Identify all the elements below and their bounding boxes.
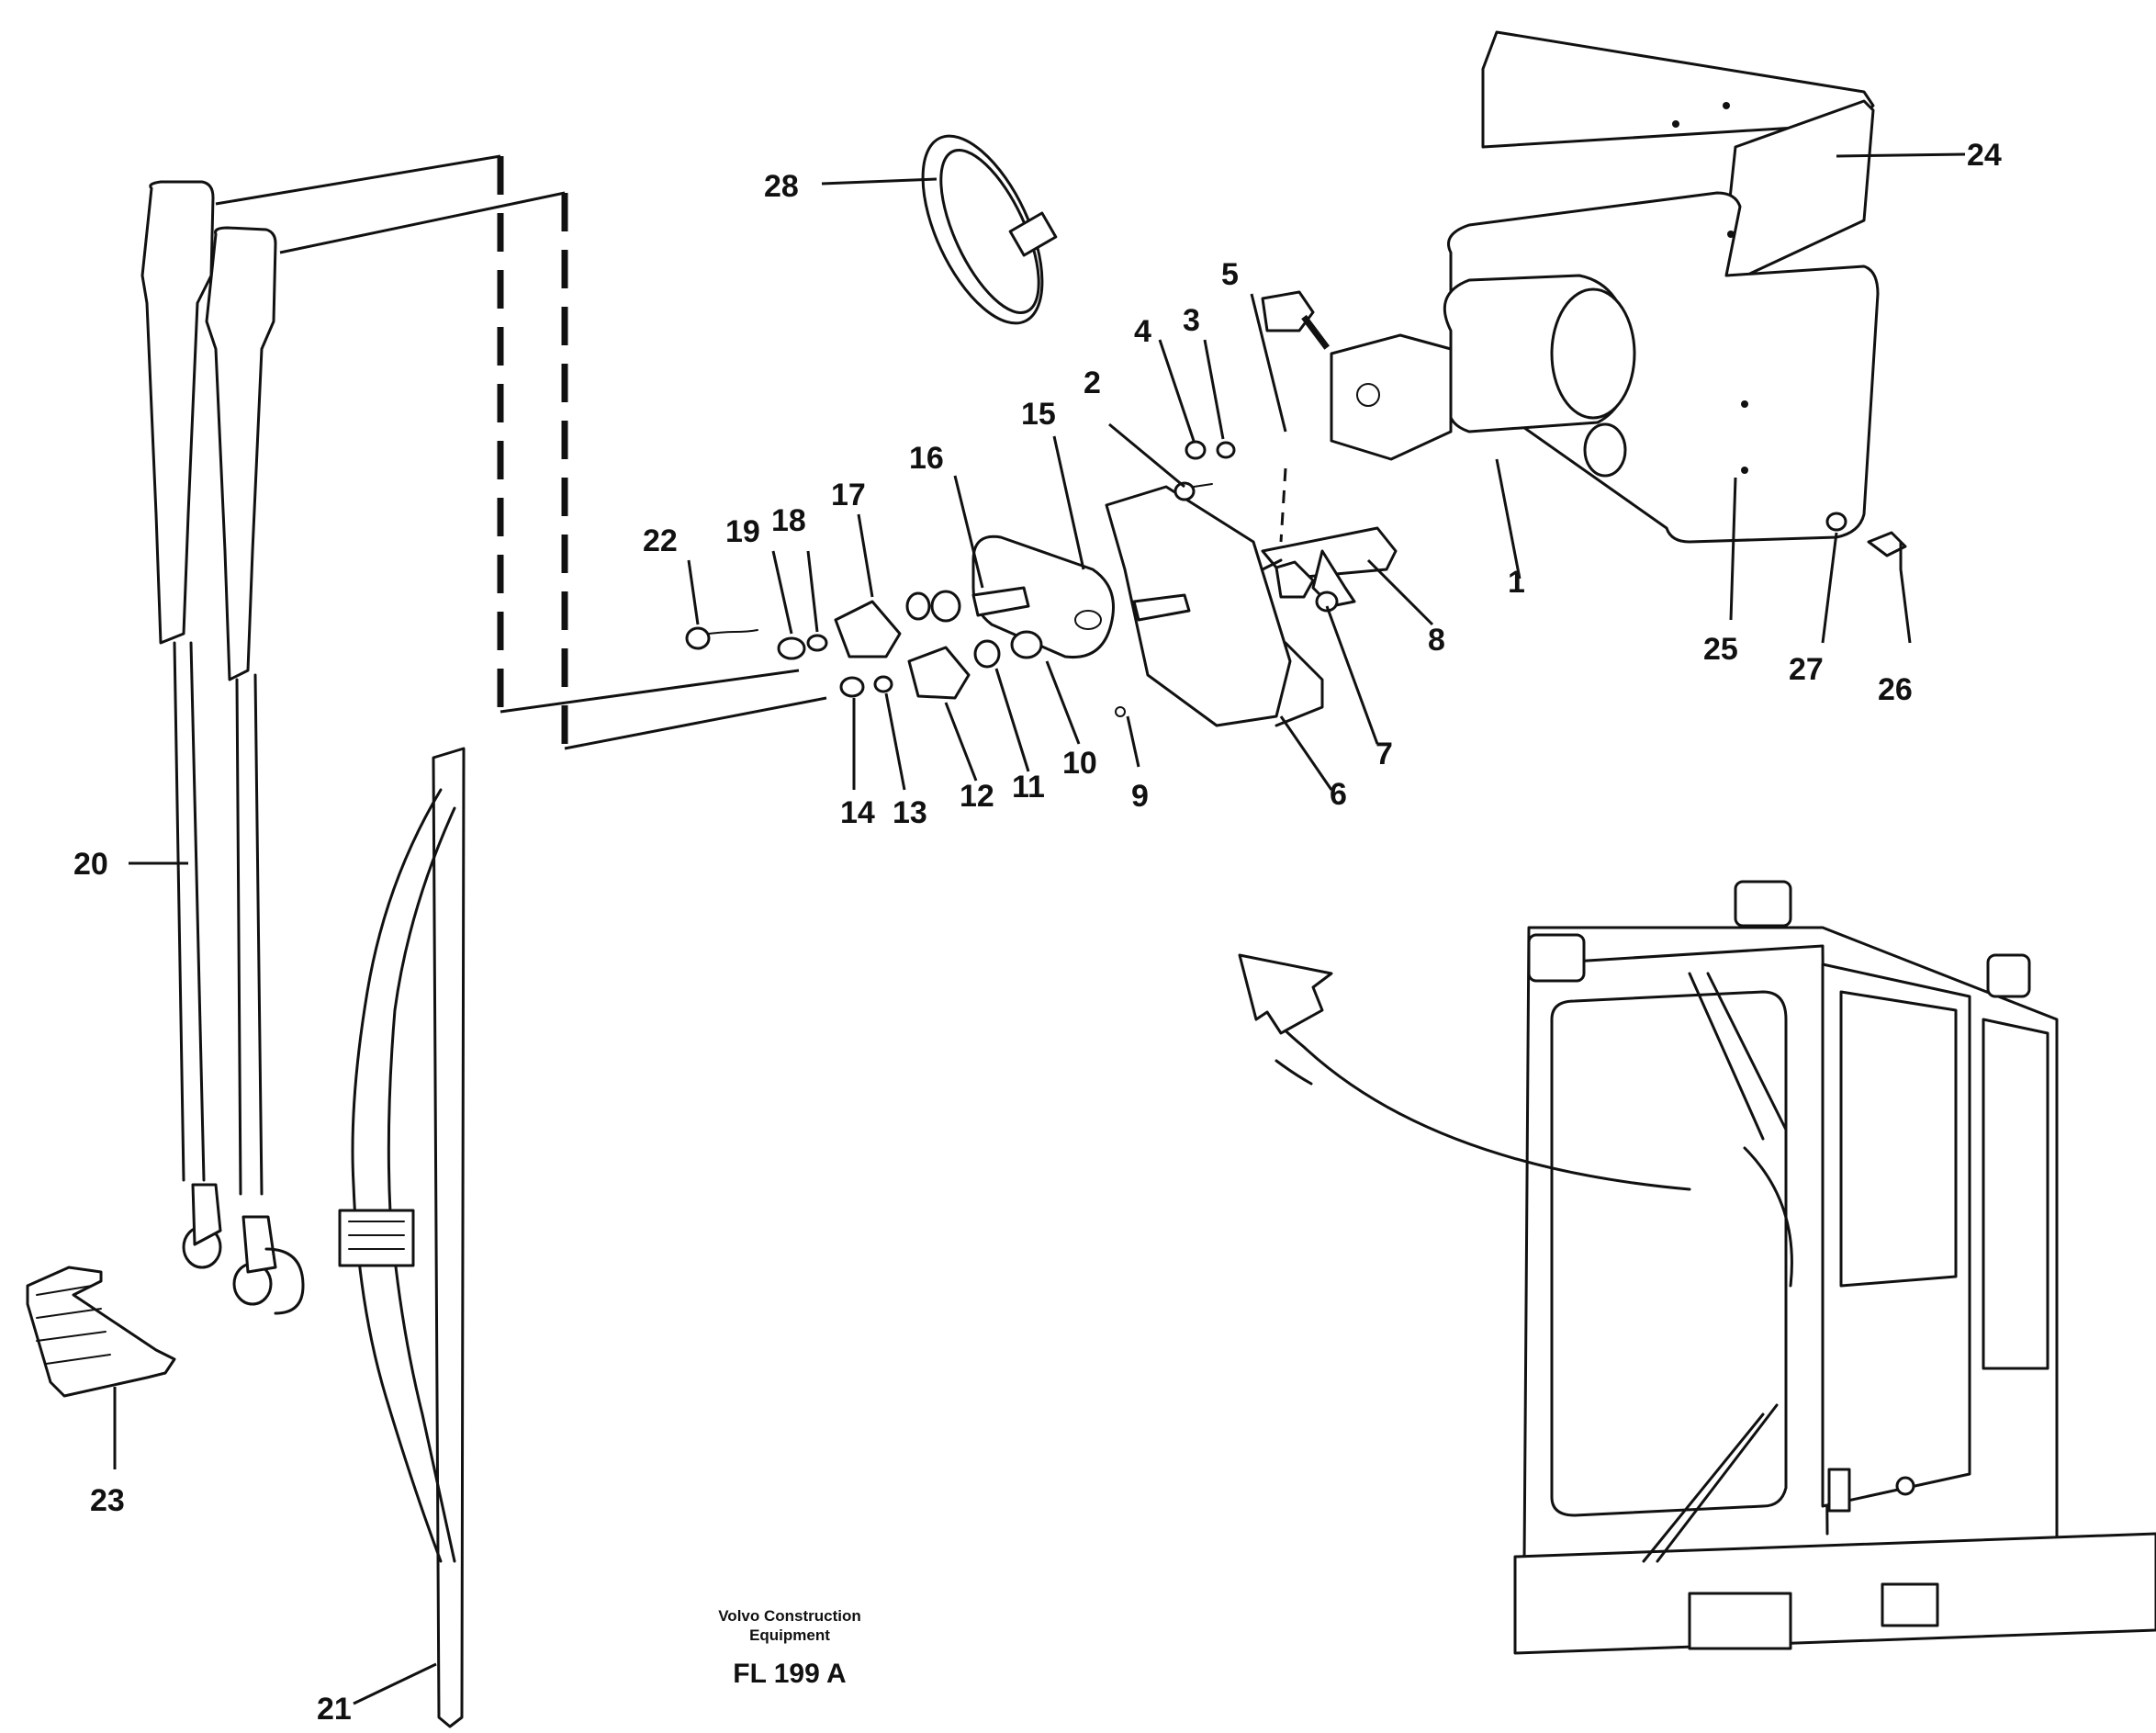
callout-20: 20: [73, 847, 108, 882]
callout-9: 9: [1131, 779, 1149, 814]
callout-3: 3: [1183, 303, 1200, 338]
callout-6: 6: [1330, 777, 1347, 812]
hose-clamp: [921, 134, 1058, 325]
mounting-bracket: [26, 1266, 176, 1398]
callout-19: 19: [725, 514, 760, 549]
figure-code: FL 199 A: [733, 1659, 846, 1689]
callout-11: 11: [1012, 770, 1045, 805]
callout-8: 8: [1428, 623, 1445, 658]
callout-10: 10: [1062, 746, 1097, 781]
callout-13: 13: [893, 795, 927, 830]
callout-4: 4: [1134, 314, 1151, 349]
callout-23: 23: [90, 1483, 125, 1518]
callout-26: 26: [1878, 672, 1913, 707]
callout-17: 17: [831, 478, 866, 512]
callout-12: 12: [960, 779, 994, 814]
callout-2: 2: [1084, 366, 1101, 400]
callout-22: 22: [643, 523, 678, 558]
wiper-motor: [1261, 274, 1636, 478]
callout-27: 27: [1789, 652, 1824, 687]
company-line-2: Equipment: [749, 1626, 830, 1644]
hardware-cluster: [685, 440, 1907, 717]
reference-frame: [215, 154, 1287, 750]
callout-24: 24: [1967, 138, 2002, 173]
callout-7: 7: [1376, 737, 1393, 771]
callout-leaders: [113, 152, 1966, 1705]
callout-28: 28: [764, 169, 799, 204]
callout-5: 5: [1221, 257, 1239, 292]
callout-15: 15: [1021, 397, 1056, 432]
callout-21: 21: [317, 1692, 352, 1727]
cab-illustration: [1513, 880, 2156, 1655]
callout-18: 18: [771, 503, 806, 538]
callout-14: 14: [840, 795, 875, 830]
callout-1: 1: [1508, 565, 1525, 600]
callout-labels: 1 2 3 4 5 6 7 8 9 10 11 12 13 14 15 16 1…: [73, 138, 2002, 1727]
company-line-1: Volvo Construction: [718, 1607, 861, 1625]
wiper-arm-assembly: [140, 180, 305, 1315]
wiper-blade: [338, 747, 466, 1728]
callout-25: 25: [1703, 632, 1738, 667]
callout-16: 16: [909, 441, 944, 476]
footer-block: Volvo Construction Equipment FL 199 A: [718, 1607, 861, 1689]
zoom-arrow: [1238, 953, 1691, 1191]
